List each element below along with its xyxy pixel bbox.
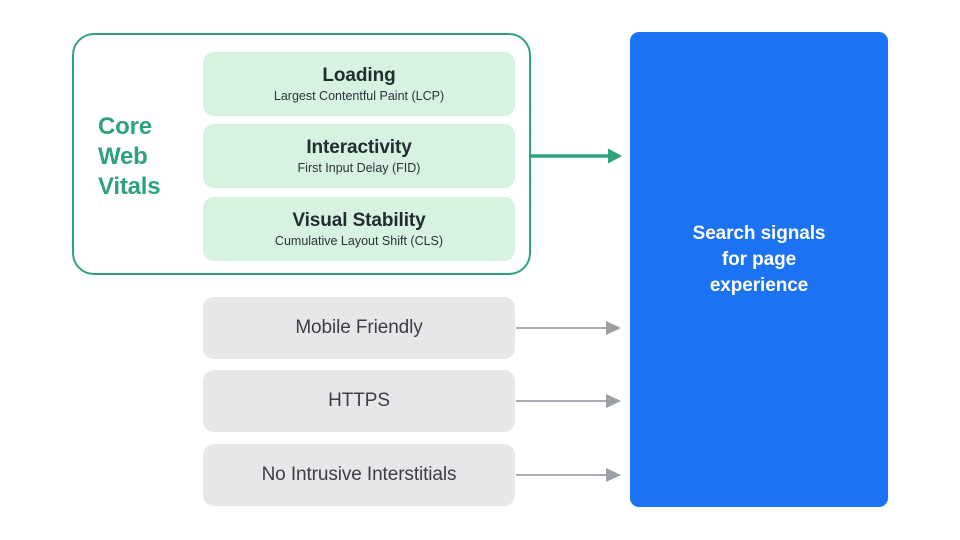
metric-subtitle: Largest Contentful Paint (LCP) [273,88,445,103]
signal-card-mobile-friendly[interactable]: Mobile Friendly [203,297,515,359]
metric-card-loading[interactable]: Loading Largest Contentful Paint (LCP) [203,52,515,116]
destination-label: Search signals for page experience [692,222,826,296]
metric-card-visual-stability[interactable]: Visual Stability Cumulative Layout Shift… [203,197,515,261]
metric-title: Interactivity [306,136,412,158]
search-signals-destination-box[interactable]: Search signals for page experience [630,32,888,507]
metric-subtitle: First Input Delay (FID) [297,160,421,175]
core-web-vitals-group [72,33,531,275]
signal-card-no-intrusive-interstitials[interactable]: No Intrusive Interstitials [203,444,515,506]
no-intrusive-interstitials-arrow [516,468,621,482]
metric-subtitle: Cumulative Layout Shift (CLS) [274,233,444,248]
signal-label: HTTPS [328,390,390,411]
signal-label: Mobile Friendly [295,317,423,338]
metric-title: Loading [322,64,396,86]
mobile-friendly-arrow [516,321,621,335]
signal-label: No Intrusive Interstitials [261,464,457,485]
metric-card-interactivity[interactable]: Interactivity First Input Delay (FID) [203,124,515,188]
metric-title: Visual Stability [292,209,426,231]
core-web-vitals-arrow [531,148,622,164]
https-arrow [516,394,621,408]
core-web-vitals-group-label: Core Web Vitals [98,113,161,200]
signal-card-https[interactable]: HTTPS [203,370,515,432]
